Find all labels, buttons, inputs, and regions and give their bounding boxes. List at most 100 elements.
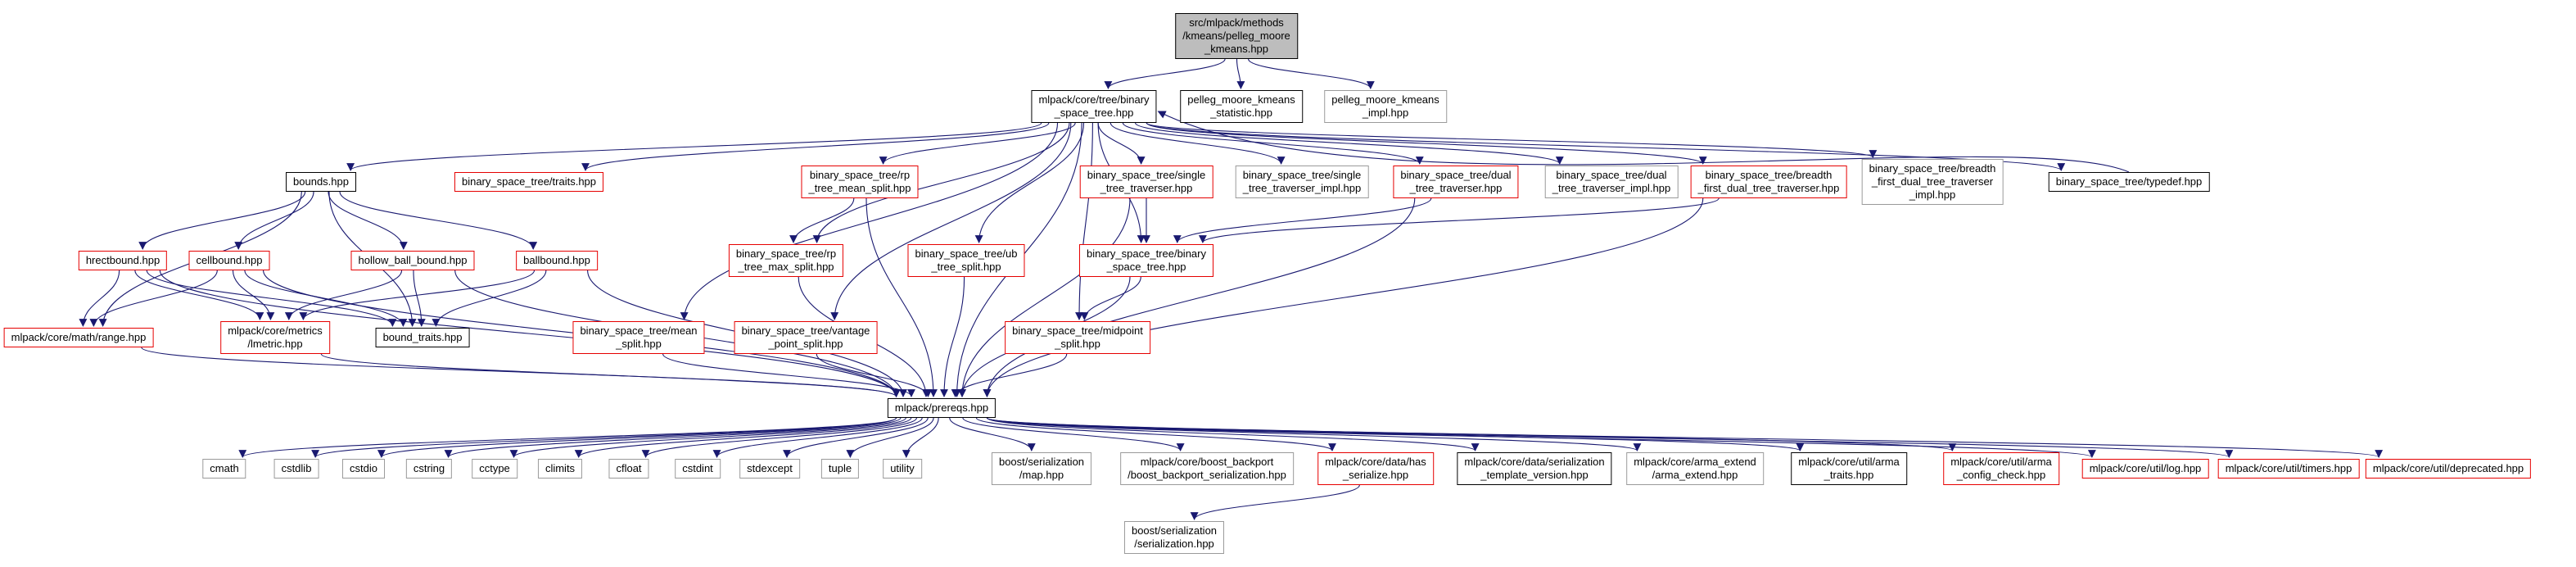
include-edge-root--binary_space_tree [1104, 58, 1226, 89]
include-edge-hollow_ball--bound_traits [413, 270, 426, 327]
include-edge-cellbound--range [89, 270, 218, 327]
include-edge-hrectbound--range [79, 270, 120, 327]
graph-node-bst_inner[interactable]: binary_space_tree/binary _space_tree.hpp [1079, 244, 1213, 277]
graph-node-dual_tt[interactable]: binary_space_tree/dual _tree_traverser.h… [1393, 166, 1519, 198]
include-edge-prereqs--cstring [444, 417, 902, 458]
include-edge-ballbound--bound_traits [432, 270, 547, 327]
include-edge-lmetric--prereqs [320, 353, 901, 397]
graph-node-mean_split[interactable]: binary_space_tree/mean _split.hpp [572, 321, 705, 354]
include-edge-prereqs--has_serialize [975, 417, 1336, 451]
graph-node-cellbound[interactable]: cellbound.hpp [188, 251, 270, 270]
graph-node-log[interactable]: mlpack/core/util/log.hpp [2081, 459, 2209, 479]
graph-node-has_serialize[interactable]: mlpack/core/data/has _serialize.hpp [1317, 452, 1434, 485]
graph-node-utility: utility [883, 459, 922, 479]
graph-node-prereqs[interactable]: mlpack/prereqs.hpp [887, 398, 997, 418]
include-edge-prereqs--arma_extend [986, 417, 1641, 451]
graph-node-ser_serialization: boost/serialization /serialization.hpp [1123, 521, 1225, 554]
graph-node-climits: climits [537, 459, 583, 479]
include-edge-binary_space_tree--bst_typedef [1146, 122, 2065, 171]
include-edge-prereqs--timers [986, 417, 2233, 458]
graph-node-arma_traits[interactable]: mlpack/core/util/arma _traits.hpp [1791, 452, 1907, 485]
include-edge-binary_space_tree--rp_max [812, 122, 1070, 243]
include-edge-cellbound--bound_traits [244, 270, 408, 327]
graph-node-stdexcept: stdexcept [739, 459, 800, 479]
graph-node-bound_traits[interactable]: bound_traits.hpp [375, 328, 470, 347]
include-edge-hrectbound--prereqs [159, 270, 901, 397]
graph-node-timers[interactable]: mlpack/core/util/timers.hpp [2217, 459, 2360, 479]
graph-node-deprecated[interactable]: mlpack/core/util/deprecated.hpp [2365, 459, 2532, 479]
include-edge-single_tt--prereqs [958, 197, 1131, 397]
graph-node-range[interactable]: mlpack/core/math/range.hpp [3, 328, 154, 347]
graph-node-bfdt_impl: binary_space_tree/breadth _first_dual_tr… [1861, 159, 2004, 205]
graph-node-bst_typedef[interactable]: binary_space_tree/typedef.hpp [2048, 172, 2210, 192]
graph-node-pm_impl: pelleg_moore_kmeans _impl.hpp [1324, 90, 1447, 123]
include-edge-bst_inner--midpoint_split [1080, 276, 1141, 320]
include-edge-prereqs--utility [902, 417, 939, 458]
graph-node-midpoint_split[interactable]: binary_space_tree/midpoint _split.hpp [1005, 321, 1150, 354]
graph-node-dual_tt_impl: binary_space_tree/dual _tree_traverser_i… [1544, 166, 1679, 198]
graph-node-ser_map: boost/serialization /map.hpp [991, 452, 1092, 485]
graph-node-bst_traits[interactable]: binary_space_tree/traits.hpp [454, 172, 604, 192]
include-edge-binary_space_tree--bfdt [1146, 122, 1707, 165]
graph-node-arma_extend: mlpack/core/arma_extend /arma_extend.hpp [1626, 452, 1764, 485]
graph-node-ub_split[interactable]: binary_space_tree/ub _tree_split.hpp [907, 244, 1025, 277]
include-edge-binary_space_tree--rp_mean [879, 122, 1076, 165]
graph-node-cstdio: cstdio [342, 459, 385, 479]
include-edge-root--pm_statistic [1236, 58, 1245, 89]
graph-node-boost_backport: mlpack/core/boost_backport /boost_backpo… [1120, 452, 1294, 485]
include-edge-binary_space_tree--dual_tt [1122, 122, 1424, 165]
graph-node-cstdlib: cstdlib [273, 459, 319, 479]
include-edge-prereqs--cfloat [641, 417, 917, 458]
graph-node-cfloat: cfloat [608, 459, 649, 479]
include-edge-bfdt--bst_inner [1199, 197, 1720, 243]
graph-node-single_tt_impl: binary_space_tree/single _tree_traverser… [1235, 166, 1369, 198]
include-edge-midpoint_split--prereqs [951, 353, 1068, 397]
graph-node-vp_split[interactable]: binary_space_tree/vantage _point_split.h… [734, 321, 878, 354]
include-edge-binary_space_tree--bst_traits [581, 122, 1050, 171]
include-edge-prereqs--climits [574, 417, 912, 458]
include-edge-prereqs--ser_map [949, 417, 1036, 451]
graph-node-lmetric[interactable]: mlpack/core/metrics /lmetric.hpp [220, 321, 330, 354]
graph-node-bounds[interactable]: bounds.hpp [286, 172, 356, 192]
include-edge-prereqs--tuple [846, 417, 934, 458]
include-edge-rp_mean--rp_max [789, 197, 855, 243]
graph-node-hollow_ball[interactable]: hollow_ball_bound.hpp [350, 251, 475, 270]
graph-node-root[interactable]: src/mlpack/methods /kmeans/pelleg_moore … [1175, 13, 1298, 59]
include-edge-binary_space_tree--single_tt [1097, 122, 1146, 165]
include-edge-bfdt--prereqs [983, 197, 1704, 397]
graph-node-ballbound[interactable]: ballbound.hpp [516, 251, 598, 270]
graph-node-cctype: cctype [472, 459, 517, 479]
graph-node-binary_space_tree[interactable]: mlpack/core/tree/binary _space_tree.hpp [1031, 90, 1157, 123]
graph-node-single_tt[interactable]: binary_space_tree/single _tree_traverser… [1079, 166, 1213, 198]
include-edge-ballbound--lmetric [299, 270, 536, 320]
include-edge-bounds--hollow_ball [328, 191, 408, 250]
include-edge-prereqs--cstdint [712, 417, 923, 458]
include-edge-ub_split--prereqs [940, 276, 965, 397]
include-edge-dual_tt--prereqs [983, 197, 1416, 397]
graph-node-ser_tmpl_ver[interactable]: mlpack/core/data/serialization _template… [1457, 452, 1612, 485]
include-edge-binary_space_tree--ub_split [974, 122, 1085, 243]
graph-node-arma_config[interactable]: mlpack/core/util/arma _config_check.hpp [1943, 452, 2059, 485]
graph-node-bfdt[interactable]: binary_space_tree/breadth _first_dual_tr… [1690, 166, 1847, 198]
include-edge-bounds--hrectbound [138, 191, 306, 250]
graph-node-hrectbound[interactable]: hrectbound.hpp [78, 251, 168, 270]
include-edge-range--prereqs [141, 347, 901, 397]
include-edge-dual_tt--bst_inner [1173, 197, 1432, 243]
graph-node-tuple: tuple [820, 459, 860, 479]
include-edge-has_serialize--ser_serialization [1190, 484, 1360, 520]
include-edge-binary_space_tree--midpoint_split [1075, 122, 1093, 320]
graph-node-cstring: cstring [405, 459, 453, 479]
include-edge-bounds--ballbound [339, 191, 538, 250]
graph-node-rp_mean[interactable]: binary_space_tree/rp _tree_mean_split.hp… [801, 166, 919, 198]
graph-node-pm_statistic[interactable]: pelleg_moore_kmeans _statistic.hpp [1180, 90, 1303, 123]
include-edge-binary_space_tree--vp_split [830, 122, 1072, 320]
include-edge-bounds--cellbound [234, 191, 314, 250]
include-edge-rp_mean--prereqs [865, 197, 938, 397]
graph-node-rp_max[interactable]: binary_space_tree/rp _tree_max_split.hpp [728, 244, 844, 277]
include-edge-prereqs--cstdio [377, 417, 897, 458]
include-edge-mean_split--prereqs [662, 353, 915, 397]
include-edge-prereqs--log [986, 417, 2096, 458]
include-edge-binary_space_tree--dual_tt_impl [1135, 122, 1564, 165]
